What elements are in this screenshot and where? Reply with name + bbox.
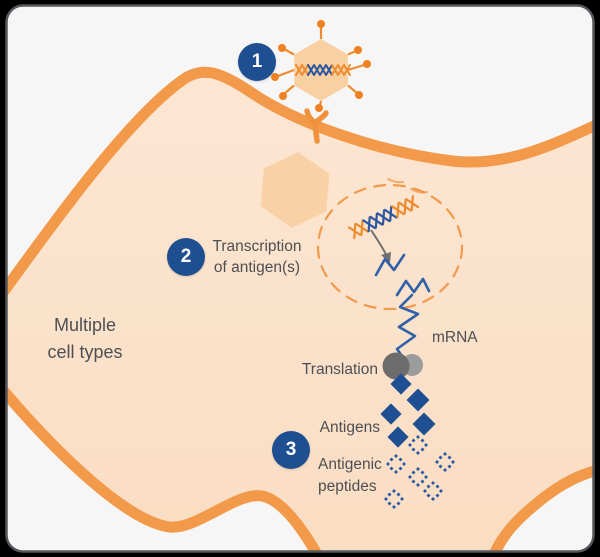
antigens-label: Antigens	[319, 419, 380, 436]
membrane-fleck-icon	[387, 178, 428, 194]
ribosome-icon	[382, 352, 423, 380]
dna-icon	[347, 195, 420, 240]
nucleus-icon	[316, 183, 464, 311]
mrna-label: mRNA	[432, 329, 478, 346]
card-border	[5, 4, 595, 553]
cell-icon	[7, 66, 593, 551]
step-1-badge: 1	[238, 43, 276, 81]
step-3-badge: 3	[272, 431, 310, 469]
mrna-icon	[374, 253, 431, 361]
capsid-icon	[260, 152, 330, 228]
virus-dna-icon	[295, 64, 351, 76]
receptor-icon	[304, 108, 329, 144]
translation-label: Translation	[301, 361, 378, 378]
transcription-label: Transcription of antigen(s)	[212, 238, 302, 276]
arrow-icon	[370, 229, 391, 263]
step-2-badge: 2	[167, 238, 205, 276]
antigenic-peptides-label: Antigenic peptides	[318, 456, 382, 495]
multiple-cell-types-label: Multiple cell types	[47, 315, 123, 362]
virus-icon	[271, 20, 371, 112]
